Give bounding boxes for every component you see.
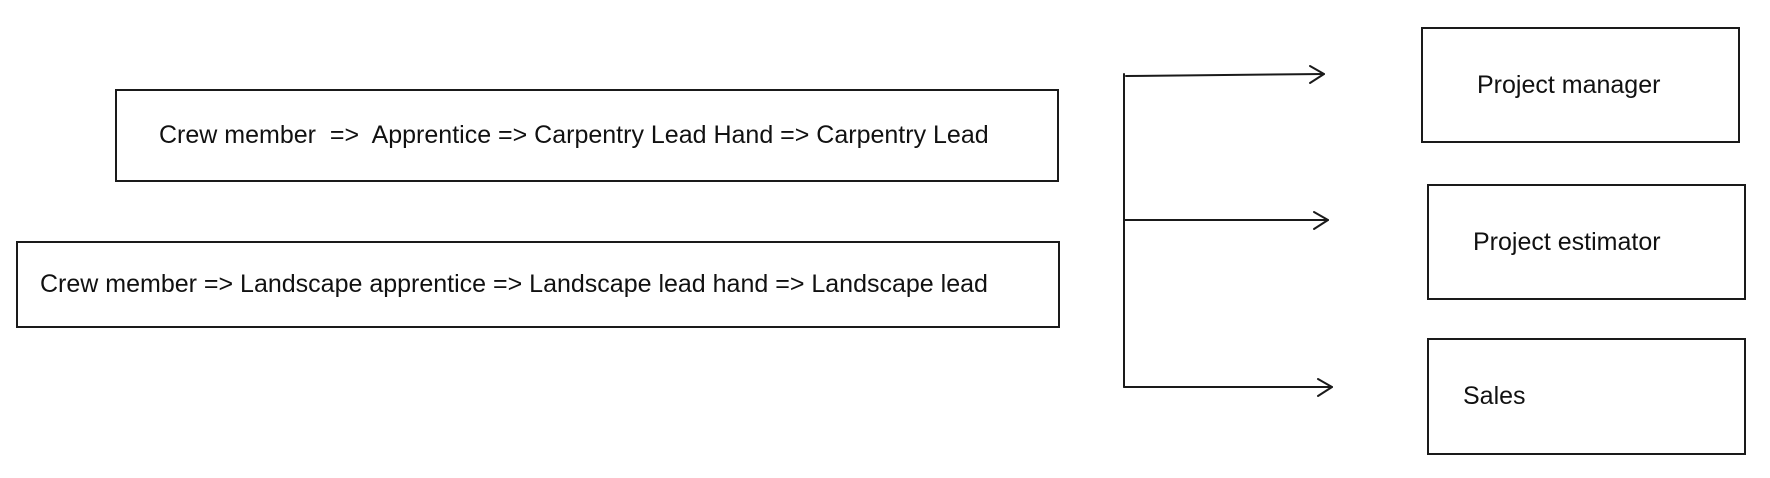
arrowhead-to-sales	[1317, 378, 1333, 397]
arrowhead-to-project-manager	[1309, 65, 1325, 84]
project-manager-label: Project manager	[1477, 70, 1661, 99]
branch-arrow-to-project-manager	[1125, 73, 1325, 77]
carpentry-career-path-label: Crew member => Apprentice => Carpentry L…	[159, 121, 989, 149]
sales-box: Sales	[1427, 338, 1746, 455]
carpentry-career-path-box: Crew member => Apprentice => Carpentry L…	[115, 89, 1059, 182]
arrowhead-to-project-estimator	[1313, 211, 1329, 230]
project-estimator-box: Project estimator	[1427, 184, 1746, 300]
project-manager-box: Project manager	[1421, 27, 1740, 143]
project-estimator-label: Project estimator	[1473, 227, 1661, 256]
landscape-career-path-label: Crew member => Landscape apprentice => L…	[40, 270, 988, 298]
sales-label: Sales	[1463, 382, 1526, 410]
landscape-career-path-box: Crew member => Landscape apprentice => L…	[16, 241, 1060, 328]
